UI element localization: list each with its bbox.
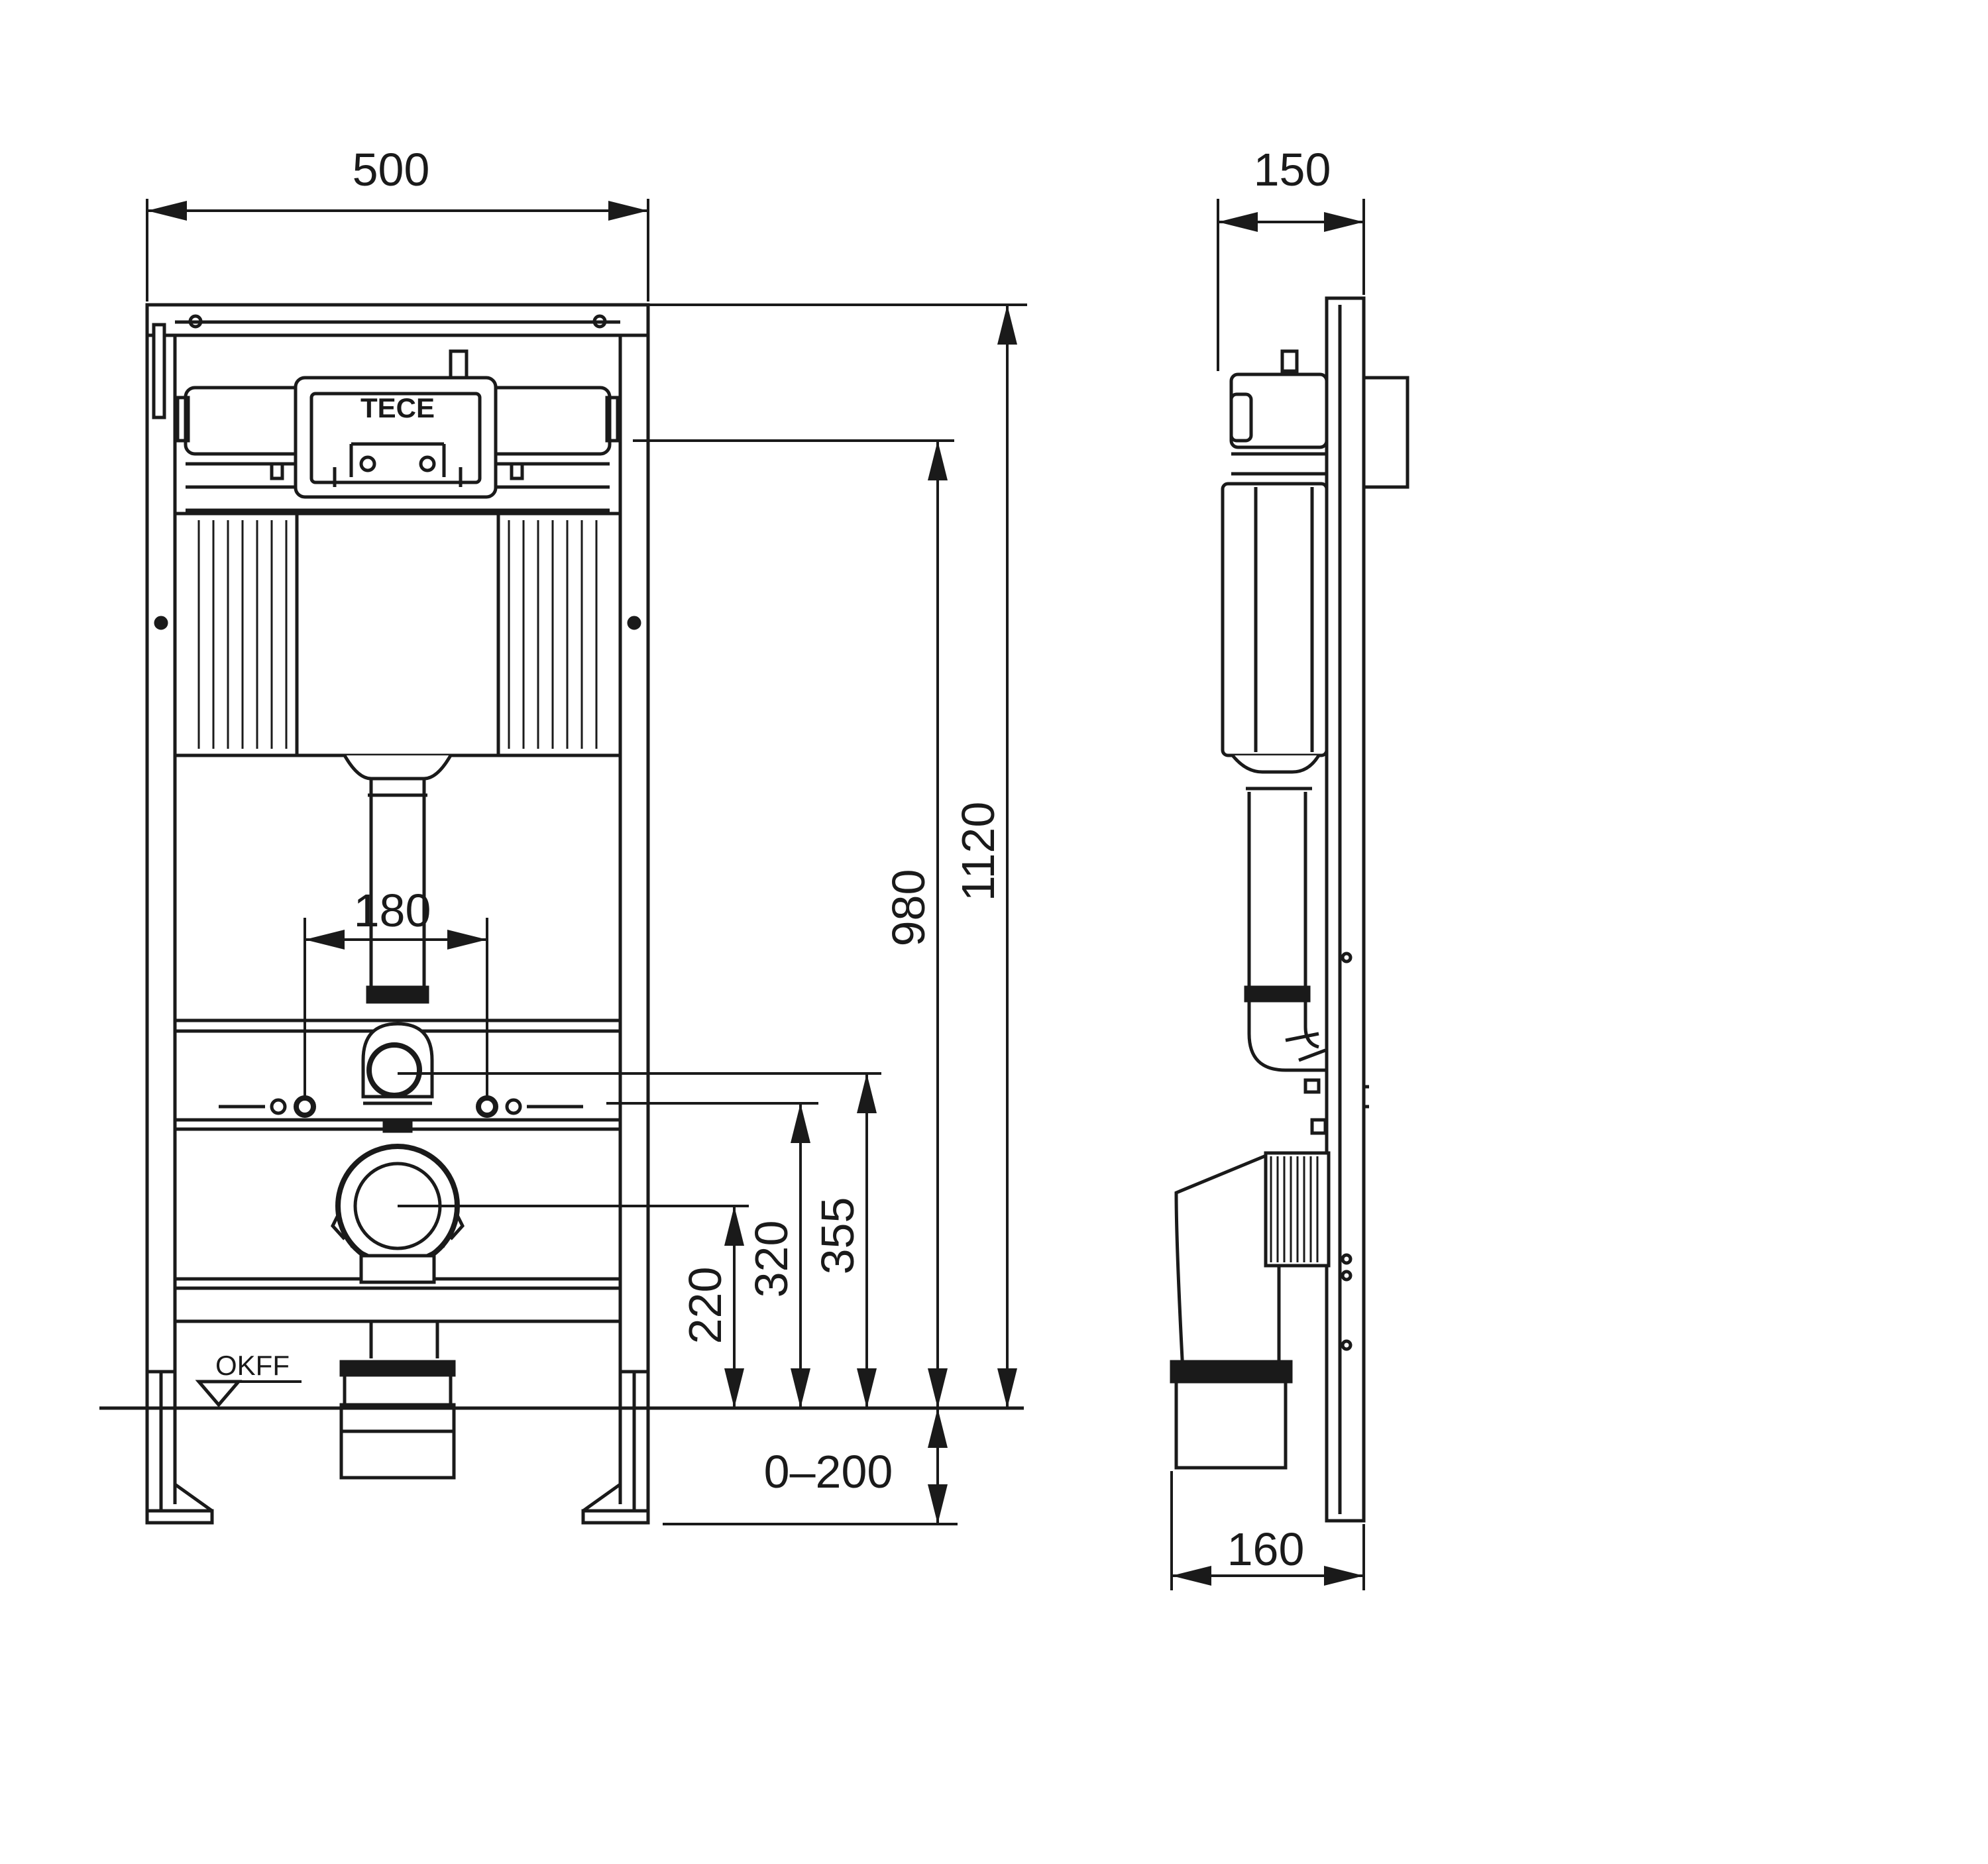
floor-level	[99, 1380, 1024, 1410]
okff-label: OKFF	[215, 1350, 290, 1381]
flush-pipe	[343, 754, 453, 1004]
dim-height-980: 980	[883, 869, 934, 947]
dim-height-220: 220	[679, 1267, 731, 1344]
fixing-bolts	[219, 1095, 583, 1118]
dim-width-500: 500	[353, 144, 430, 195]
cistern-ribs-left	[197, 520, 288, 749]
dim-depth-160: 160	[1227, 1523, 1305, 1575]
dim-depth-150: 150	[1254, 144, 1331, 195]
dim-height-355: 355	[812, 1197, 863, 1275]
side-flush-pipe	[1244, 792, 1327, 1135]
dim-fixing-spacing-180: 180	[354, 885, 431, 936]
side-cistern	[1221, 349, 1329, 791]
dim-height-1120: 1120	[952, 802, 1004, 902]
side-waste-bend	[1170, 1151, 1331, 1470]
cistern-ribs-right	[508, 520, 598, 749]
front-dimensions	[146, 199, 1027, 1525]
dim-feet-adjustment: 0–200	[764, 1446, 893, 1498]
dim-height-320: 320	[746, 1221, 797, 1298]
cistern	[173, 349, 622, 757]
frame	[145, 303, 650, 1525]
inlet-bend	[361, 1022, 434, 1105]
side-dimensions	[1170, 199, 1365, 1590]
side-view	[1170, 296, 1409, 1523]
side-frame	[1325, 296, 1409, 1523]
tece-logo: TECE	[360, 392, 435, 423]
front-view: TECE	[99, 303, 1024, 1525]
